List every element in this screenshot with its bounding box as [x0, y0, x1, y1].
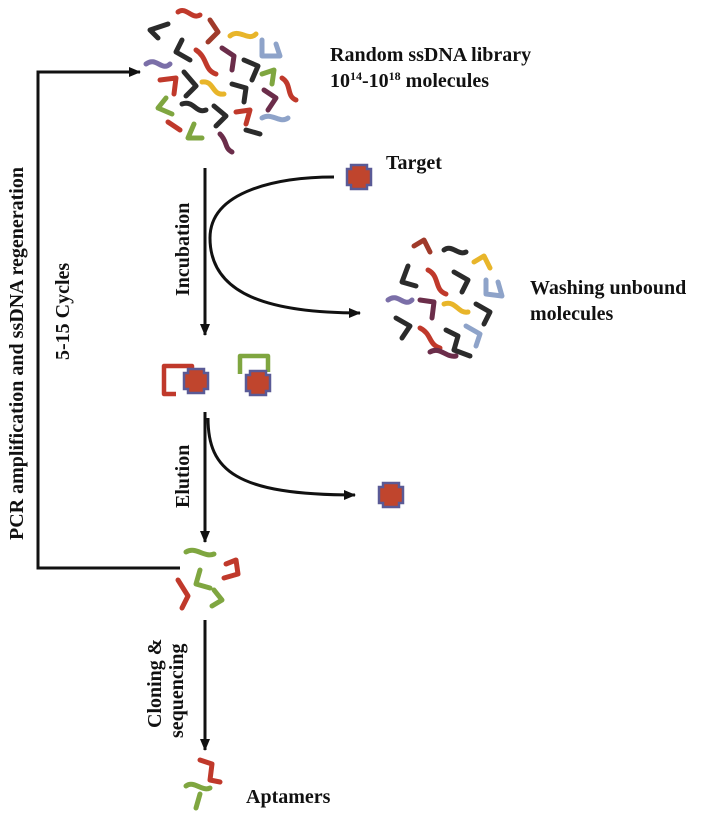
incubation-label: Incubation	[172, 202, 194, 296]
washing-label-line2: molecules	[530, 303, 614, 325]
eluted-aptamers-cluster	[175, 547, 241, 611]
final-aptamers-icon	[183, 757, 223, 811]
unbound-molecules-cluster	[385, 237, 505, 359]
aptamer-target-complex-1	[161, 363, 210, 397]
target-binding-curve	[208, 175, 361, 318]
cloning-label-line1: Cloning &	[144, 638, 166, 728]
pcr-amplification-label: PCR amplification and ssDNA regeneration	[6, 167, 28, 540]
ssdna-library-cluster	[143, 8, 299, 155]
aptamer-target-complex-2	[237, 353, 272, 397]
cloning-label-line2: sequencing	[166, 643, 188, 738]
elution-curve	[206, 417, 356, 500]
target-label: Target	[386, 152, 442, 174]
library-title: Random ssDNA library	[330, 44, 532, 66]
aptamers-label: Aptamers	[246, 786, 331, 808]
elution-label: Elution	[172, 444, 194, 508]
washing-label-line1: Washing unbound	[530, 277, 687, 299]
pcr-feedback-loop-arrow	[36, 67, 180, 570]
released-target-icon	[377, 481, 405, 509]
target-molecule-icon	[345, 163, 373, 191]
cycles-label: 5-15 Cycles	[52, 262, 74, 360]
library-size: 1014-1018 molecules	[330, 69, 489, 92]
